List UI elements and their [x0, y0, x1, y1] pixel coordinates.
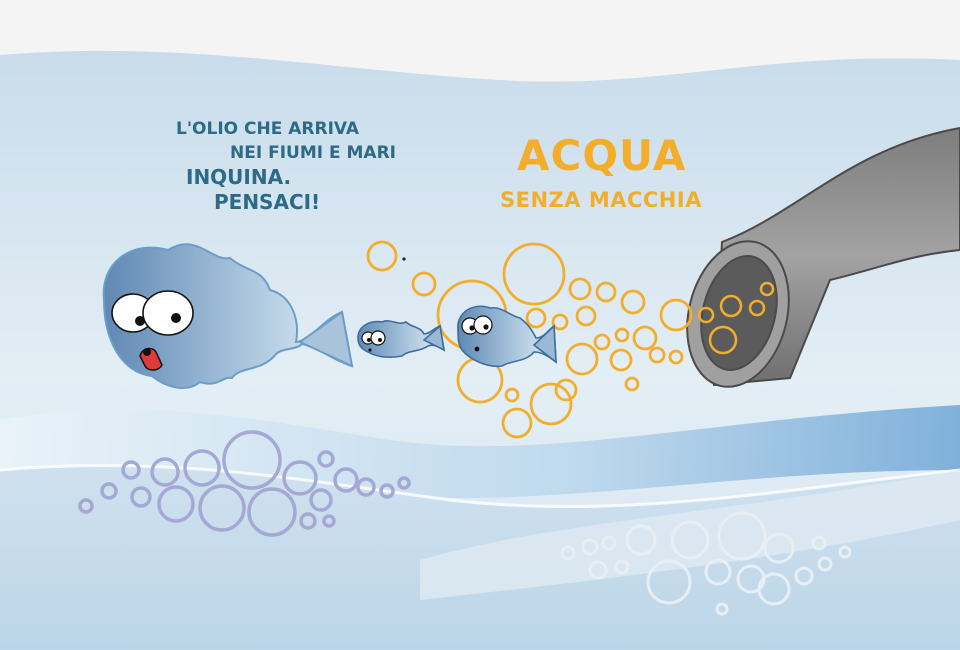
big-fish-icon	[102, 243, 354, 390]
message-line-4: PENSACI!	[214, 190, 321, 214]
pale-bubbles	[560, 511, 852, 616]
oil-bubbles-icon	[366, 240, 693, 439]
drain-pipe-icon	[686, 126, 960, 388]
purple-bubbles	[78, 430, 411, 537]
message-line-3: INQUINA.	[186, 165, 292, 189]
title-main: ACQUA	[517, 131, 687, 180]
message-line-1: L'OLIO CHE ARRIVA	[176, 119, 360, 139]
title-sub: SENZA MACCHIA	[500, 188, 702, 212]
wave-highlight	[420, 470, 960, 600]
small-fish-icon	[357, 320, 446, 358]
medium-fish-icon	[457, 305, 557, 368]
message-line-2: NEI FIUMI E MARI	[230, 143, 397, 163]
